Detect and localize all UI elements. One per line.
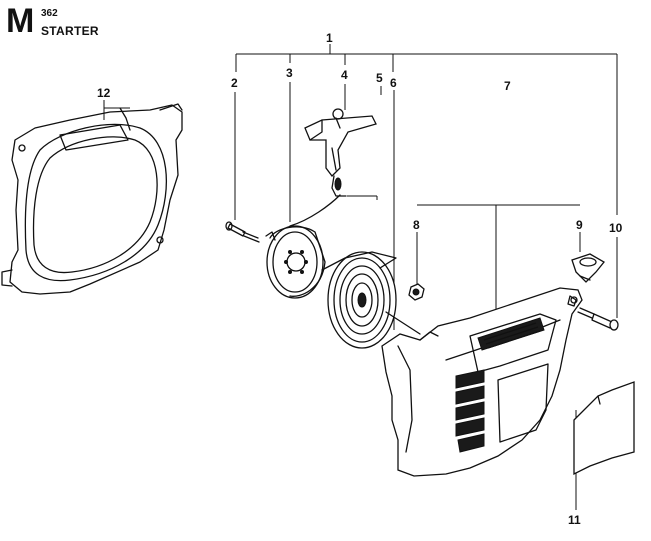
callout-10: 10 bbox=[609, 221, 623, 235]
leader-lines bbox=[103, 44, 618, 510]
callout-7: 7 bbox=[504, 79, 511, 93]
callout-8: 8 bbox=[413, 218, 420, 232]
nut bbox=[408, 283, 425, 301]
decal bbox=[573, 381, 635, 476]
callout-12: 12 bbox=[97, 86, 111, 100]
callout-11: 11 bbox=[568, 513, 581, 527]
model-number: 362 bbox=[41, 8, 58, 19]
callout-6: 6 bbox=[390, 76, 397, 90]
flywheel-cover bbox=[1, 103, 183, 295]
callout-3: 3 bbox=[286, 66, 293, 80]
callout-4: 4 bbox=[341, 68, 348, 82]
callout-labels: 1 2 3 4 5 6 7 8 9 10 11 12 bbox=[97, 31, 623, 527]
callout-5: 5 bbox=[376, 71, 383, 85]
recoil-spring bbox=[321, 251, 421, 349]
callout-9: 9 bbox=[576, 218, 583, 232]
starter-handle bbox=[304, 108, 377, 197]
section-letter: M bbox=[6, 2, 35, 40]
starter-housing bbox=[381, 287, 583, 477]
starter-pulley bbox=[265, 194, 341, 299]
section-title: STARTER bbox=[41, 24, 99, 38]
callout-2: 2 bbox=[231, 76, 238, 90]
rope-guide bbox=[571, 253, 605, 283]
screw-part-2 bbox=[225, 221, 260, 243]
screw-part-10 bbox=[577, 307, 619, 331]
callout-1: 1 bbox=[326, 31, 333, 45]
